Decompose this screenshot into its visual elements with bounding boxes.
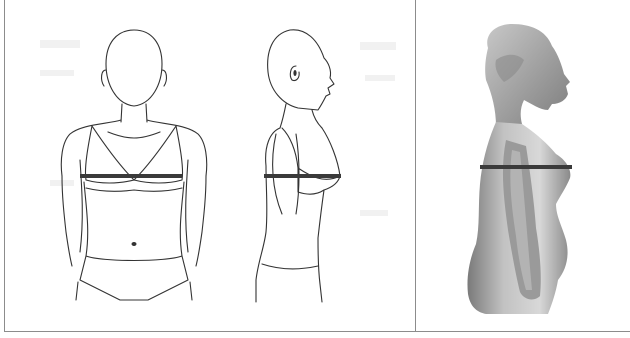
side-view-line-drawing bbox=[256, 30, 341, 302]
front-torso bbox=[61, 120, 121, 266]
side-torso bbox=[256, 128, 280, 302]
front-head bbox=[106, 30, 162, 106]
front-view-line-drawing bbox=[61, 30, 206, 300]
side-bra bbox=[282, 128, 340, 179]
front-ear-right bbox=[162, 70, 166, 86]
side-view-3d-body-scan bbox=[467, 24, 572, 314]
front-navel bbox=[132, 242, 137, 246]
front-panty bbox=[80, 256, 188, 300]
front-ear-left bbox=[102, 70, 106, 86]
side-panty bbox=[262, 264, 318, 269]
front-neck bbox=[121, 104, 122, 122]
scan-head bbox=[485, 24, 570, 126]
side-head bbox=[268, 30, 334, 110]
